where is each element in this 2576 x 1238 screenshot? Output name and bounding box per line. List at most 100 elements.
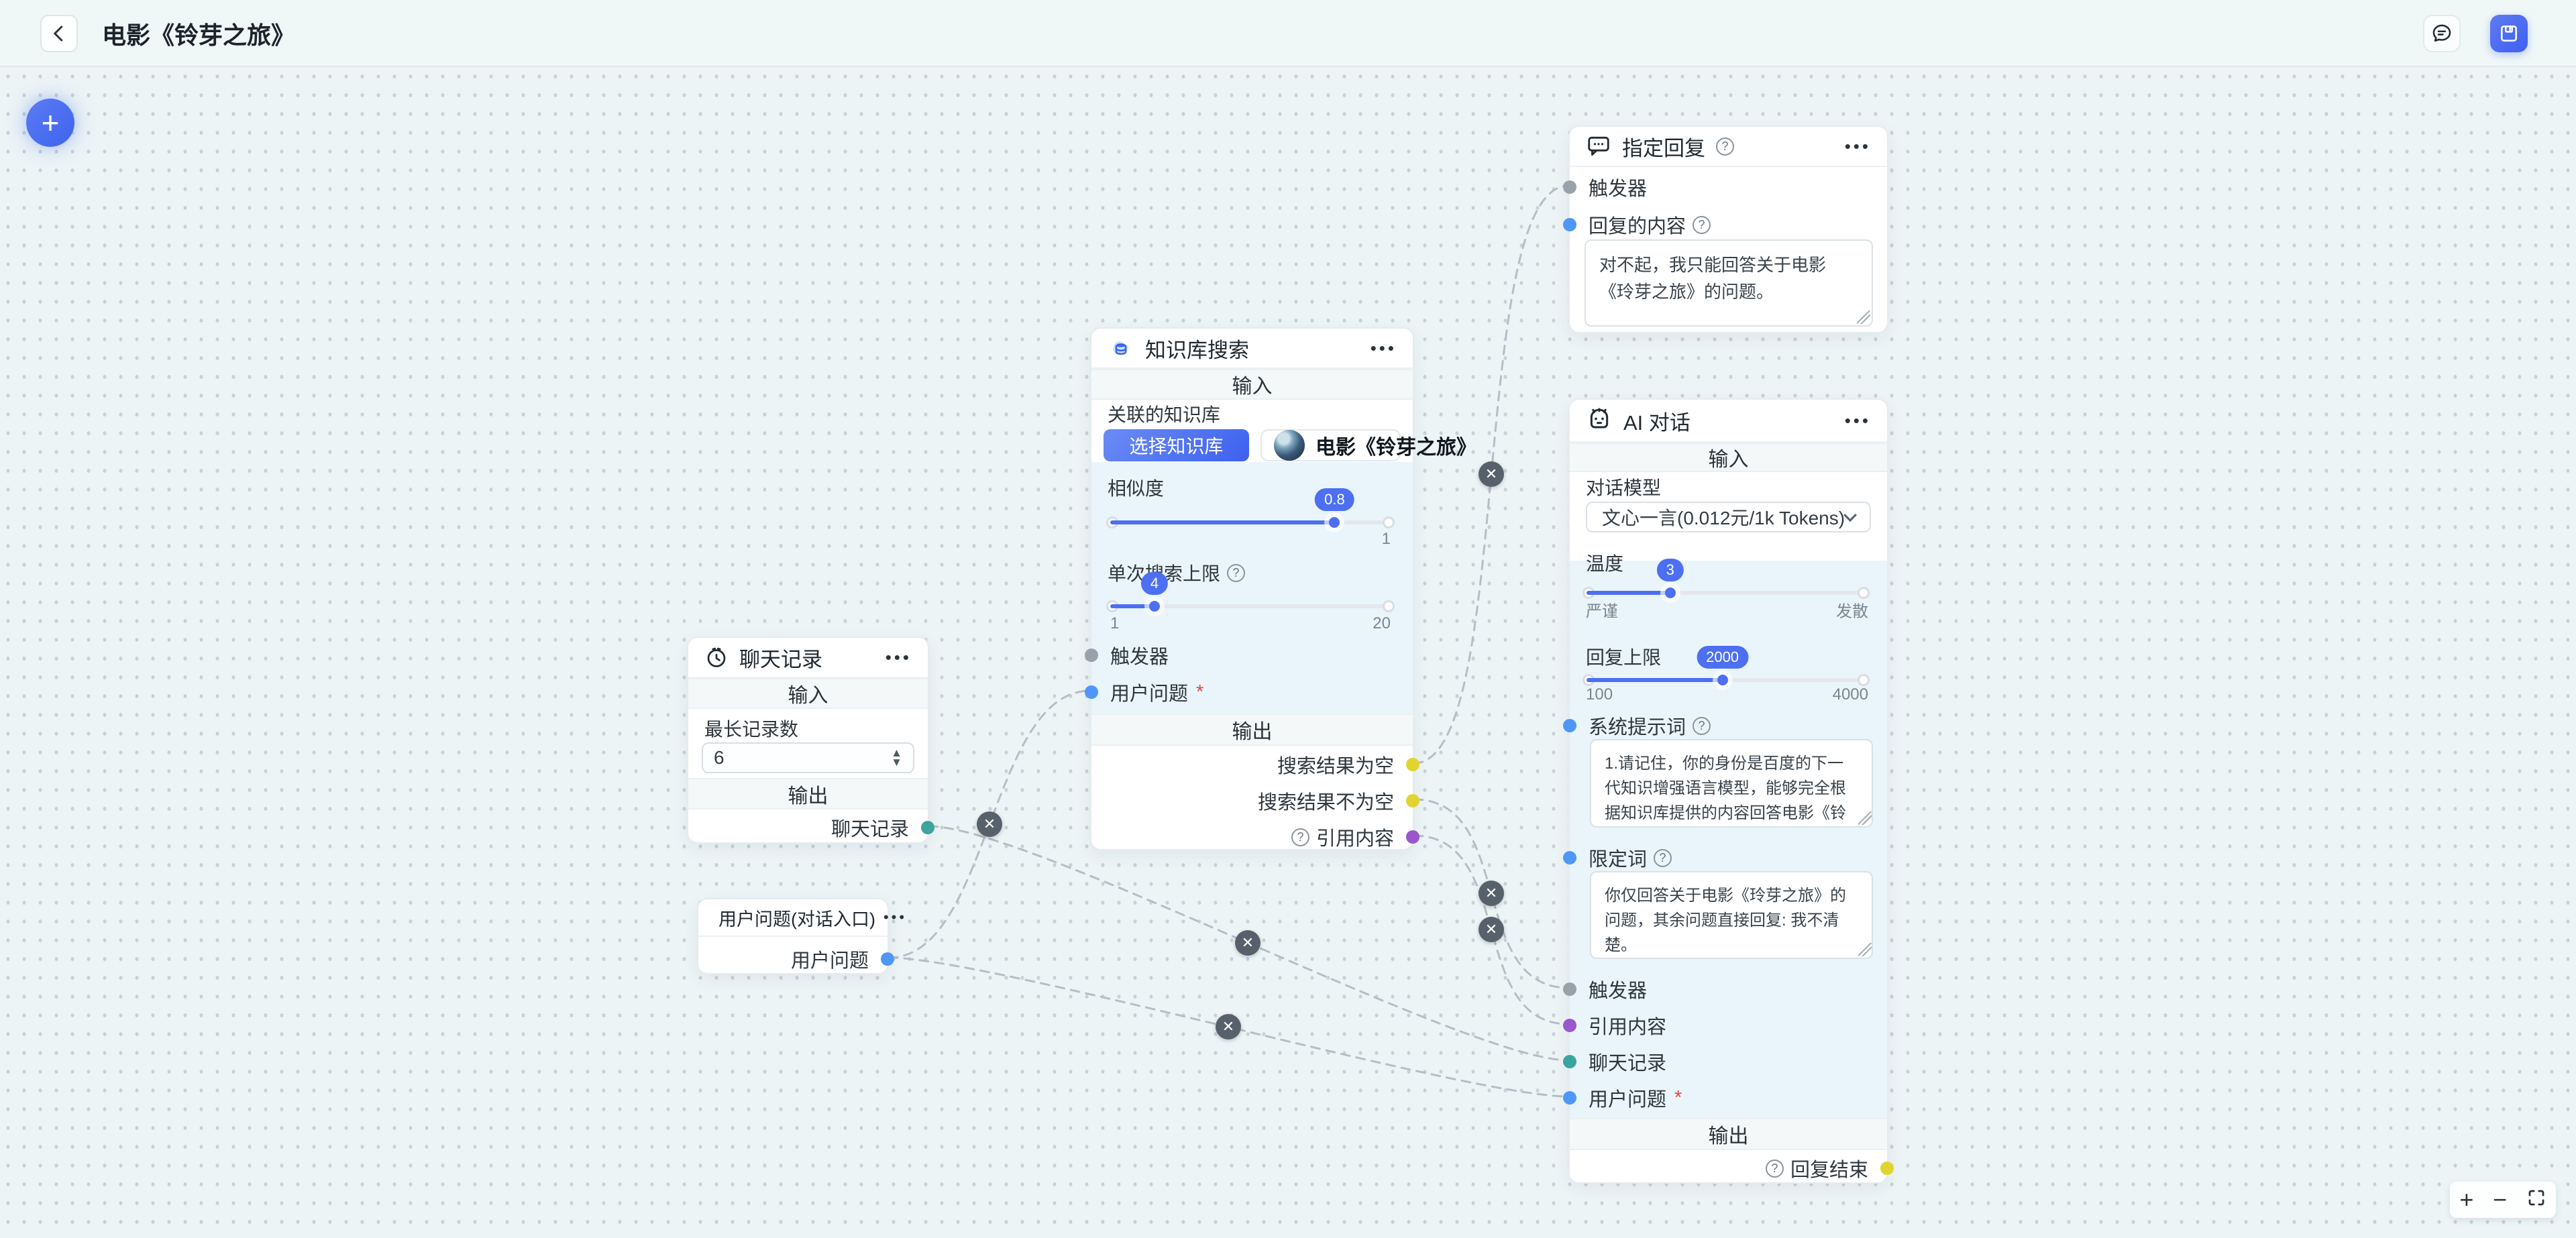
edge-delete-button[interactable]: ✕ (1216, 1014, 1241, 1039)
input-port-system-prompt[interactable] (1563, 719, 1576, 732)
feedback-button[interactable] (2423, 15, 2461, 52)
max-records-input[interactable]: 6 ▲▼ (702, 742, 914, 773)
node-header: 用户问题(对话入口) ••• (698, 899, 904, 937)
save-button[interactable] (2490, 15, 2528, 52)
input-port-user-question[interactable] (1085, 685, 1098, 699)
port-label: 回复的内容? (1589, 211, 1711, 239)
fit-screen-button[interactable] (2526, 1188, 2546, 1212)
input-port-user-question[interactable] (1563, 1091, 1576, 1105)
output-section-header: 输出 (1570, 1118, 1887, 1150)
node-menu-button[interactable]: ••• (885, 646, 912, 667)
node-menu-button[interactable]: ••• (883, 909, 908, 925)
temperature-slider[interactable]: 3 (1582, 559, 1870, 603)
node-header: 聊天记录 ••• (688, 638, 928, 678)
node-user-question[interactable]: 用户问题(对话入口) ••• 用户问题 (697, 898, 904, 974)
reply-bubble-icon (1588, 136, 1609, 156)
output-port-user-question[interactable] (881, 952, 894, 966)
port-label: 触发器 (1589, 178, 1648, 200)
input-section-header: 输入 (688, 678, 928, 709)
output-port-result-empty[interactable] (1406, 758, 1419, 771)
port-label: 限定词? (1589, 844, 1672, 872)
input-port-chat-history[interactable] (1563, 1055, 1576, 1068)
input-port-trigger[interactable] (1085, 649, 1098, 662)
slider-rail (1582, 587, 1870, 599)
slider-fill (1587, 591, 1670, 595)
node-title: 指定回复 (1622, 136, 1705, 160)
similarity-slider[interactable]: 0.8 (1106, 488, 1395, 532)
slider-thumb[interactable] (1664, 587, 1676, 598)
chevron-left-icon (54, 25, 63, 42)
help-icon[interactable]: ? (1765, 1159, 1784, 1178)
node-ai-chat[interactable]: AI 对话 ••• 输入 对话模型 文心一言(0.012元/1k Tokens)… (1563, 398, 1894, 1184)
help-icon[interactable]: ? (1693, 716, 1711, 735)
node-menu-button[interactable]: ••• (1844, 410, 1871, 431)
reply-content-textarea[interactable]: 对不起，我只能回答关于电影《玲芽之旅》的问题。 (1585, 239, 1873, 327)
input-section-header: 输入 (1091, 369, 1413, 400)
input-section-header: 输入 (1570, 443, 1887, 472)
chat-bubble-icon (2432, 24, 2451, 42)
node-chat-history[interactable]: 聊天记录 ••• 输入 最长记录数 6 ▲▼ 输出 聊天记录 (687, 636, 934, 844)
number-stepper[interactable]: ▲▼ (891, 746, 902, 769)
search-limit-slider[interactable]: 4 (1106, 572, 1395, 616)
help-icon[interactable]: ? (1693, 215, 1711, 234)
port-label: 用户问题* (1110, 681, 1204, 706)
related-kb-label: 关联的知识库 (1108, 404, 1221, 425)
kb-tag[interactable]: 电影《铃芽之旅》 (1260, 429, 1477, 461)
input-port-reply-content[interactable] (1563, 218, 1576, 231)
output-port-reference[interactable] (1406, 830, 1419, 844)
system-prompt-textarea[interactable]: 1.请记住，你的身份是百度的下一代知识增强语言模型，能够完全根据知识库提供的内容… (1590, 739, 1873, 828)
select-kb-button[interactable]: 选择知识库 (1104, 429, 1249, 461)
stepper-up-icon[interactable]: ▲ (891, 746, 902, 760)
slider-max-label: 1 (1381, 530, 1391, 548)
slider-value-bubble: 0.8 (1315, 488, 1354, 511)
node-header: 指定回复 ? ••• (1570, 127, 1887, 167)
edge-delete-button[interactable]: ✕ (977, 811, 1002, 837)
node-menu-button[interactable]: ••• (1844, 135, 1871, 156)
slider-thumb[interactable] (1329, 517, 1340, 528)
port-label: 搜索结果为空 (1277, 756, 1394, 777)
clock-history-icon (707, 647, 726, 667)
node-title: 知识库搜索 (1145, 338, 1249, 362)
output-port-chat-history[interactable] (921, 821, 934, 834)
node-kb-search[interactable]: 知识库搜索 ••• 输入 关联的知识库 选择知识库 电影《铃芽之旅》 相似度 0… (1085, 327, 1477, 850)
stepper-down-icon[interactable]: ▼ (891, 756, 902, 769)
port-label: 引用内容 (1589, 1017, 1667, 1038)
model-value: 文心一言(0.012元/1k Tokens) (1602, 508, 1845, 528)
node-title: 聊天记录 (739, 647, 822, 671)
output-port-result-not-empty[interactable] (1406, 794, 1419, 807)
add-node-button[interactable]: + (26, 99, 74, 147)
input-port-trigger[interactable] (1563, 982, 1576, 996)
model-select[interactable]: 文心一言(0.012元/1k Tokens) (1586, 502, 1871, 532)
node-specified-reply[interactable]: 指定回复 ? ••• 触发器 回复的内容? 对不起，我只能回答关于电影《玲芽之旅… (1563, 125, 1888, 333)
output-port-reply-end[interactable] (1880, 1162, 1894, 1175)
slider-thumb[interactable] (1717, 675, 1728, 685)
robot-icon (1590, 408, 1609, 429)
topbar: 电影《铃芽之旅》 (0, 0, 2576, 67)
zoom-in-button[interactable]: + (2459, 1186, 2474, 1213)
edge-delete-button[interactable]: ✕ (1479, 461, 1504, 487)
qualifier-textarea[interactable]: 你仅回答关于电影《玲芽之旅》的问题，其余问题直接回复: 我不清楚。 (1590, 871, 1873, 959)
kb-tag-label: 电影《铃芽之旅》 (1316, 437, 1477, 459)
slider-thumb[interactable] (1149, 601, 1161, 612)
help-icon[interactable]: ? (1654, 848, 1672, 867)
help-icon[interactable]: ? (1716, 137, 1734, 156)
help-icon[interactable]: ? (1291, 828, 1309, 846)
edge-delete-button[interactable]: ✕ (1479, 917, 1504, 942)
input-port-trigger[interactable] (1563, 180, 1576, 194)
port-label: 聊天记录 (830, 819, 909, 840)
zoom-out-button[interactable]: − (2492, 1186, 2508, 1213)
temperature-label: 温度 (1586, 553, 1624, 574)
edge-delete-button[interactable]: ✕ (1235, 930, 1260, 956)
page-title: 电影《铃芽之旅》 (102, 21, 296, 49)
slider-value-bubble: 3 (1656, 559, 1684, 581)
slider-max-label: 4000 (1832, 685, 1868, 704)
reply-limit-slider[interactable]: 2000 (1582, 646, 1870, 690)
knowledge-base-icon (1112, 341, 1128, 355)
output-section-header: 输出 (1091, 714, 1413, 746)
node-menu-button[interactable]: ••• (1370, 337, 1397, 358)
back-button[interactable] (40, 15, 78, 52)
help-icon[interactable]: ? (1227, 563, 1246, 582)
edge-delete-button[interactable]: ✕ (1479, 881, 1504, 906)
input-port-reference[interactable] (1563, 1019, 1576, 1032)
input-port-qualifier[interactable] (1563, 851, 1576, 864)
